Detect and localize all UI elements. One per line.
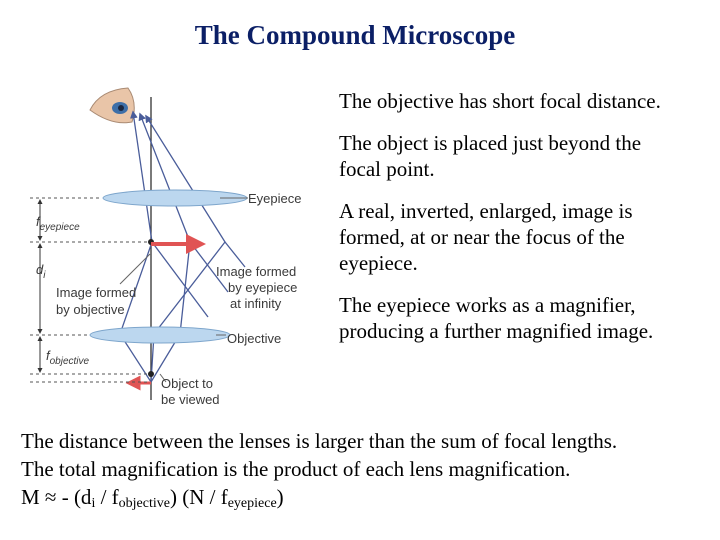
summary-line-1: The distance between the lenses is large… <box>21 429 618 453</box>
summary-line-2: The total magnification is the product o… <box>21 457 571 481</box>
magnification-formula: M ≈ - (di / fobjective) (N / feyepiece) <box>21 485 284 511</box>
label-image-eyepiece-2: by eyepiece <box>228 280 297 295</box>
leader-lines <box>119 197 248 383</box>
objective-lens <box>89 326 231 344</box>
light-rays <box>119 110 246 383</box>
objective-focal-point <box>148 371 154 377</box>
label-f-eyepiece: feyepiece <box>36 214 80 233</box>
guide-lines <box>30 197 148 383</box>
page-title: The Compound Microscope <box>194 20 516 50</box>
label-eyepiece: Eyepiece <box>248 191 301 206</box>
explanation-item: The object is placed just beyond the foc… <box>339 131 642 181</box>
microscope-diagram: Eyepiece feyepiece di Image formed by ob… <box>30 87 301 407</box>
label-image-objective-1: Image formed <box>56 285 136 300</box>
explanation-list: The objective has short focal distance. … <box>339 88 669 360</box>
label-image-eyepiece-1: Image formed <box>216 264 296 279</box>
label-image-objective-2: by objective <box>56 302 125 317</box>
label-object-1: Object to <box>161 376 213 391</box>
label-image-eyepiece-3: at infinity <box>230 296 282 311</box>
label-objective: Objective <box>227 331 281 346</box>
label-di: di <box>36 262 46 281</box>
explanation-item: The eyepiece works as a magnifier, produ… <box>339 293 654 343</box>
explanation-item: A real, inverted, enlarged, image is for… <box>339 199 633 275</box>
eye-icon <box>89 87 135 124</box>
explanation-item: The objective has short focal distance. <box>339 89 661 113</box>
label-object-2: be viewed <box>161 392 220 407</box>
summary-text: The distance between the lenses is large… <box>21 427 716 511</box>
label-f-objective: fobjective <box>46 348 90 367</box>
